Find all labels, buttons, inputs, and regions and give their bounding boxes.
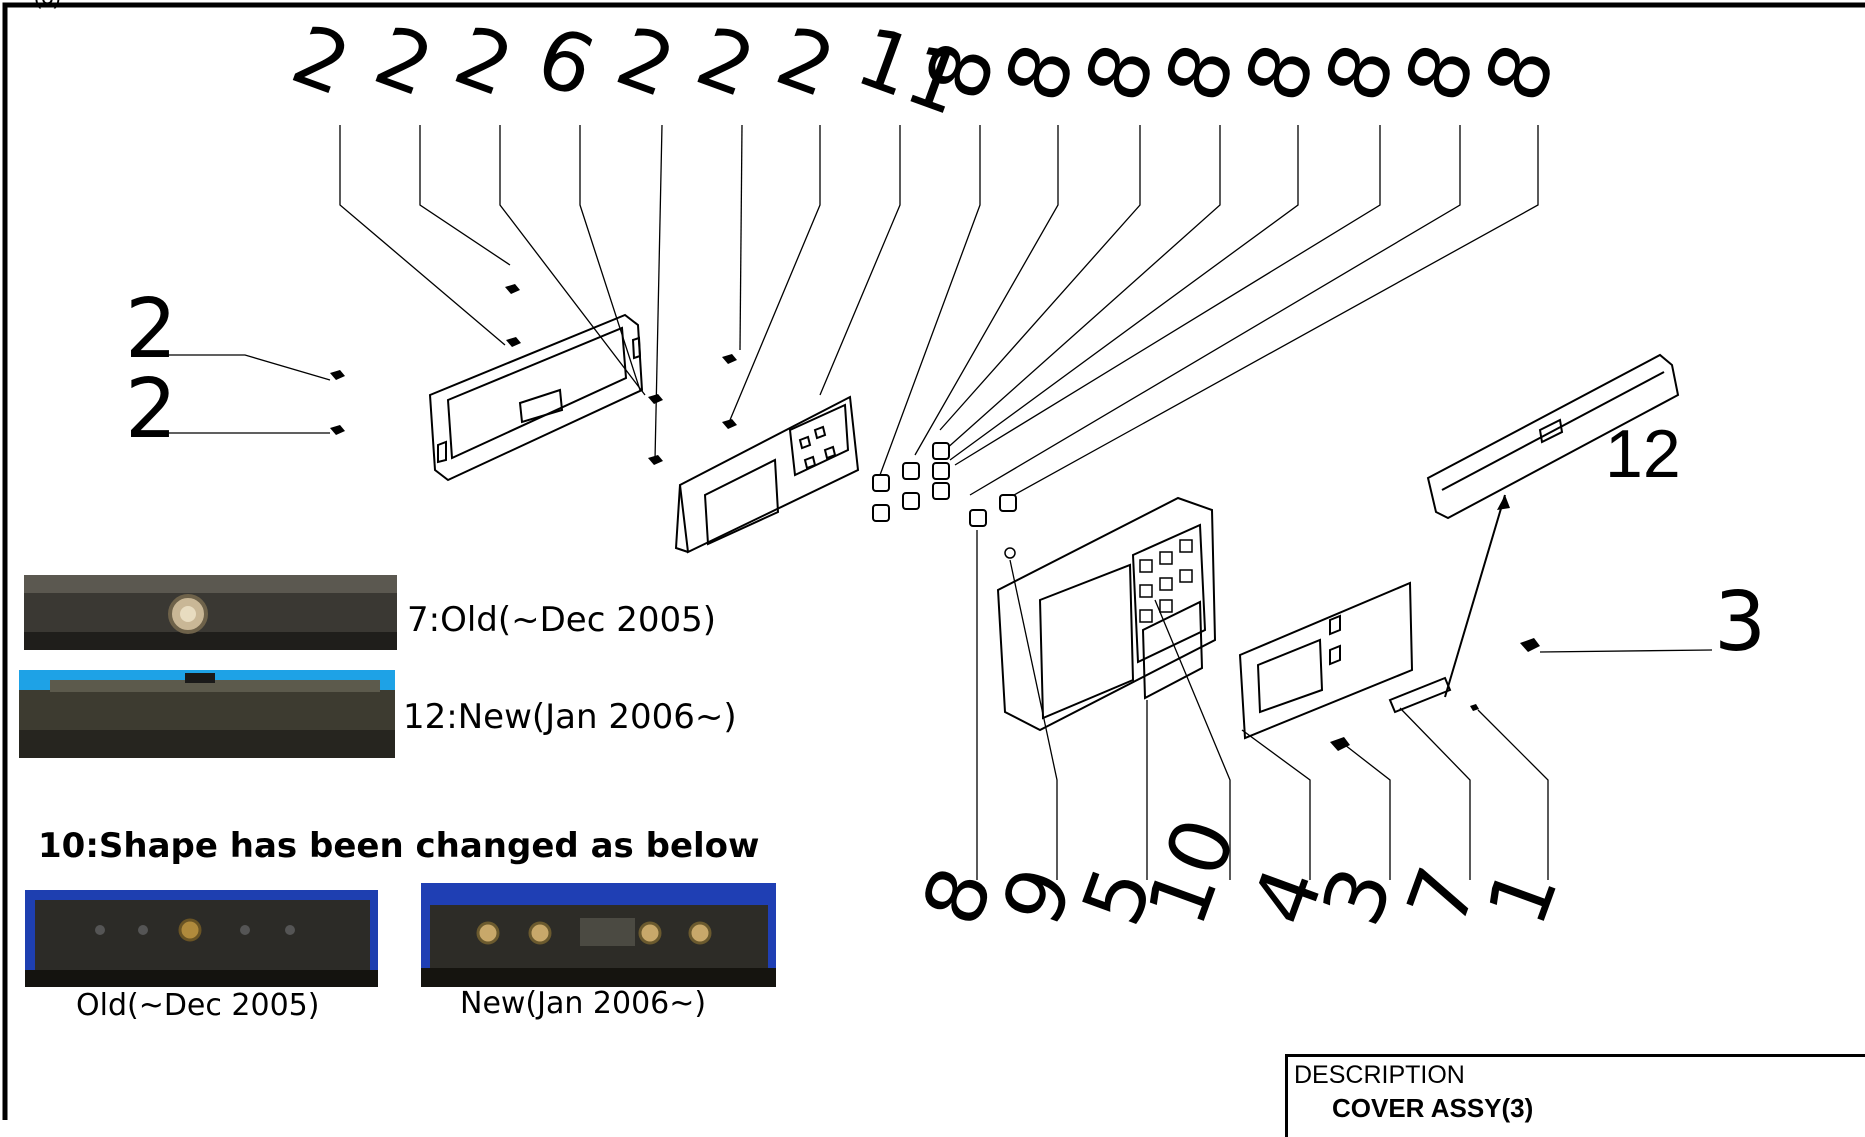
note-part-10-heading: 10:Shape has been changed as below [38, 826, 760, 866]
left-leader-lines [168, 354, 331, 434]
part-3-screw-lower [1330, 737, 1350, 751]
part-6-front-frame [428, 313, 644, 482]
frame-top-left-label: (3) [34, 0, 61, 9]
photo-part-7-old [24, 575, 397, 650]
part-9-indicator [1004, 547, 1016, 559]
callout-top-2: 2 [363, 9, 445, 116]
part-4-rear-plate [1238, 581, 1414, 740]
caption-old-photo: Old(~Dec 2005) [76, 988, 320, 1023]
note-part-12: 12:New(Jan 2006~) [403, 697, 737, 737]
part-1-pin [1470, 704, 1479, 711]
top-callouts: 2 2 2 6 2 2 2 11 8 8 8 8 8 8 8 8 [280, 8, 1574, 135]
title-block-description: COVER ASSY(3) [1332, 1093, 1534, 1123]
title-block: DESCRIPTION COVER ASSY(3) [1285, 1054, 1865, 1137]
part-11-circuit-board [674, 395, 860, 554]
photo-part-12-new [19, 670, 395, 758]
callout-left-1: 2 [125, 282, 177, 377]
screws-part-2 [330, 284, 737, 465]
caption-new-photo: New(Jan 2006~) [460, 986, 707, 1021]
part-5-housing [996, 496, 1217, 732]
title-block-label: DESCRIPTION [1294, 1061, 1465, 1089]
callout-bottom-8: 1 [1470, 856, 1577, 938]
bottom-leader-lines [976, 530, 1549, 880]
callout-top-7: 2 [765, 9, 847, 116]
part-3-screw-right [1520, 638, 1540, 652]
callout-top-1: 2 [280, 8, 362, 115]
callout-top-4: 6 [525, 9, 607, 116]
photo-part-10-old [25, 890, 378, 987]
arrowhead-part-12 [1497, 495, 1510, 510]
callout-left-2: 2 [125, 362, 177, 457]
part-10-sheet [1141, 600, 1204, 700]
part-7-cover [1388, 676, 1452, 714]
photo-part-10-new [421, 883, 776, 987]
callout-top-3: 2 [443, 9, 525, 116]
part-8-buttons [872, 442, 1017, 527]
callout-12: 12 [1605, 416, 1681, 492]
bottom-callouts: 8 9 5 10 4 3 7 1 [905, 807, 1577, 938]
leader-callout-3-right [1539, 649, 1713, 653]
part-5-button-holes [1139, 539, 1193, 623]
callout-3-right: 3 [1714, 575, 1766, 670]
note-part-7: 7:Old(~Dec 2005) [407, 600, 717, 640]
callout-top-16: 8 [1467, 32, 1574, 114]
part-12-long-cover [1426, 353, 1680, 520]
left-callouts: 2 2 [125, 282, 177, 457]
top-leader-lines [339, 124, 1539, 501]
arrow-to-part-12 [1444, 494, 1506, 698]
callout-top-5: 2 [605, 9, 687, 116]
callout-top-6: 2 [685, 9, 767, 116]
